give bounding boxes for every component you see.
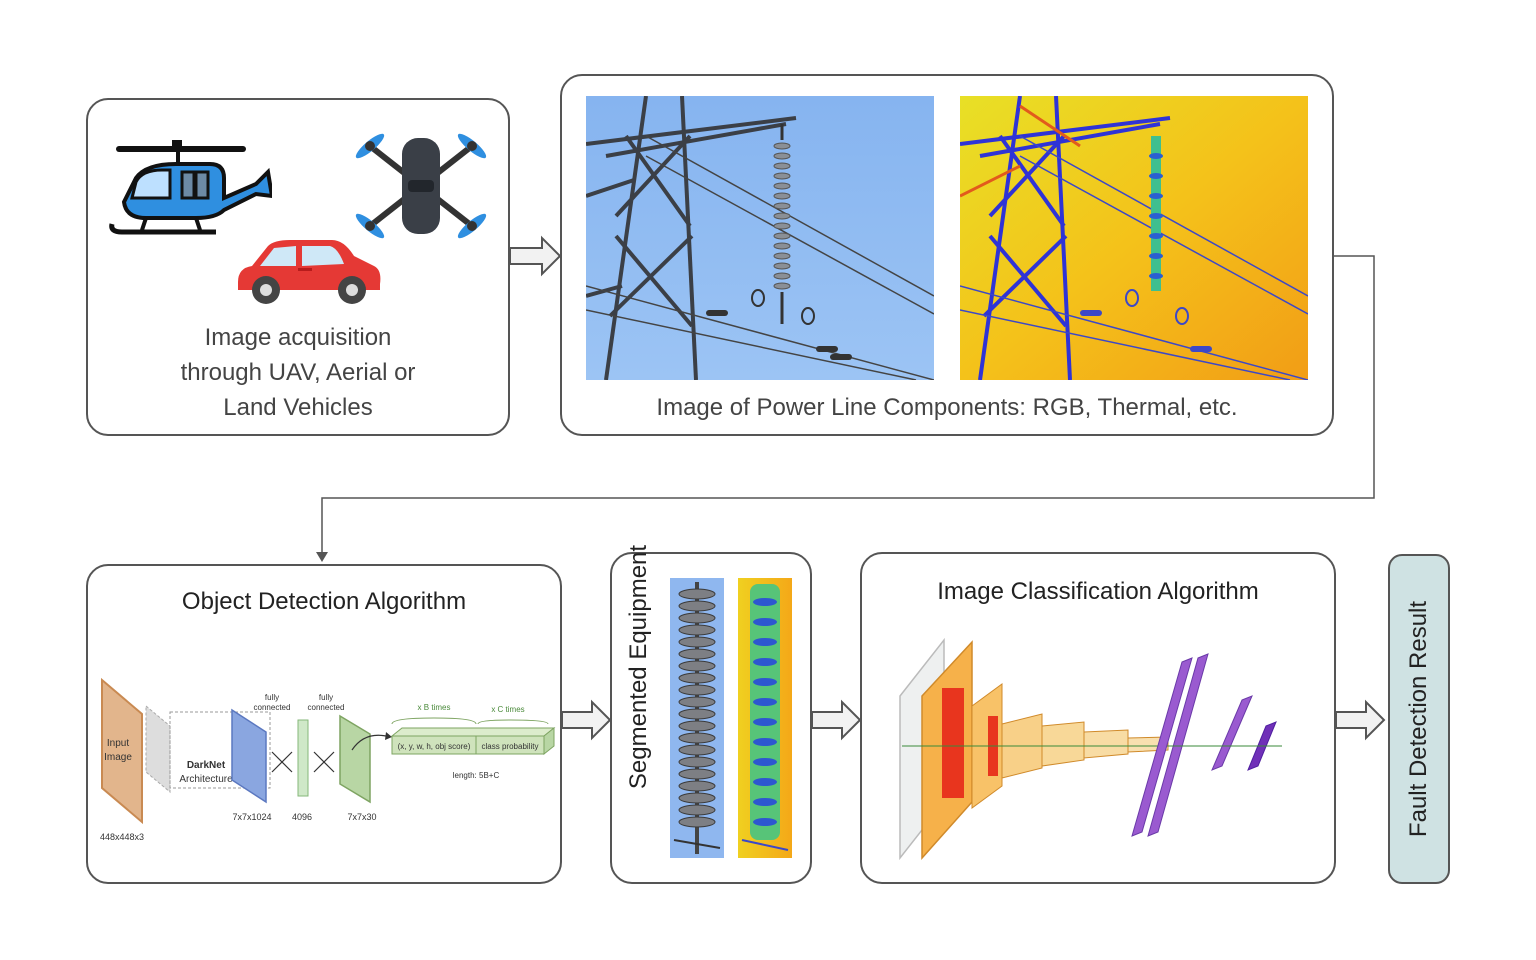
yolo-darknet-label: Architecture [179, 774, 233, 785]
segmented-equipment-title: Segmented Equipment [625, 544, 652, 790]
object-detection-panel: Object Detection Algorithm Input Image 4… [86, 564, 562, 884]
fault-detection-result-panel: Fault Detection Result [1388, 554, 1450, 884]
yolo-b-times: x B times [418, 703, 451, 712]
rgb-tower-image [586, 96, 934, 380]
yolo-architecture-diagram: Input Image 448x448x3 DarkNet Architectu… [100, 677, 556, 842]
arrow-acquisition-to-images [509, 235, 562, 277]
connector-arrowhead [316, 552, 328, 562]
acquisition-caption: Image acquisition through UAV, Aerial or… [88, 320, 508, 425]
arrow-detection-to-segmented [561, 699, 612, 741]
yolo-fc-label: connected [254, 703, 291, 712]
thermal-tower-image [960, 96, 1308, 380]
object-detection-title: Object Detection Algorithm [181, 588, 467, 615]
acquisition-caption-line: Land Vehicles [223, 394, 373, 421]
arrow-segmented-to-classification [811, 699, 862, 741]
acquisition-caption-line: through UAV, Aerial or [180, 359, 416, 386]
yolo-darknet-label: DarkNet [187, 760, 226, 771]
classification-panel: Image Classification Algorithm [860, 552, 1336, 884]
helicopter-icon [109, 140, 272, 235]
powerline-caption: Image of Power Line Components: RGB, The… [656, 394, 1238, 421]
yolo-length: length: 5B+C [453, 771, 500, 780]
segmented-insulator-thermal [738, 578, 792, 858]
yolo-class-prob: class probability [482, 742, 539, 751]
yolo-fc-label: fully [265, 693, 279, 702]
yolo-box-fields: (x, y, w, h, obj score) [398, 742, 471, 751]
acquisition-caption-line: Image acquisition [204, 324, 392, 351]
cnn-architecture-diagram [899, 637, 1282, 861]
arrow-classification-to-result [1335, 699, 1386, 741]
yolo-input-label: Input [107, 738, 129, 749]
yolo-fc-label: fully [319, 693, 333, 702]
acquisition-panel: Image acquisition through UAV, Aerial or… [86, 98, 510, 436]
yolo-dim-label: 7x7x30 [347, 812, 376, 822]
yolo-dim-label: 4096 [292, 812, 312, 822]
yolo-input-label: Image [104, 752, 132, 763]
yolo-input-size: 448x448x3 [100, 832, 144, 842]
classification-title: Image Classification Algorithm [937, 578, 1259, 605]
yolo-fc-label: connected [308, 703, 345, 712]
segmented-equipment-panel: Segmented Equipment [610, 545, 812, 884]
fault-detection-result-title: Fault Detection Result [1405, 600, 1432, 838]
yolo-c-times: x C times [491, 705, 524, 714]
segmented-insulator-rgb [670, 578, 724, 858]
powerline-panel: Image of Power Line Components: RGB, The… [560, 74, 1334, 436]
yolo-dim-label: 7x7x1024 [232, 812, 271, 822]
car-icon [238, 240, 381, 304]
drone-icon [355, 133, 487, 239]
